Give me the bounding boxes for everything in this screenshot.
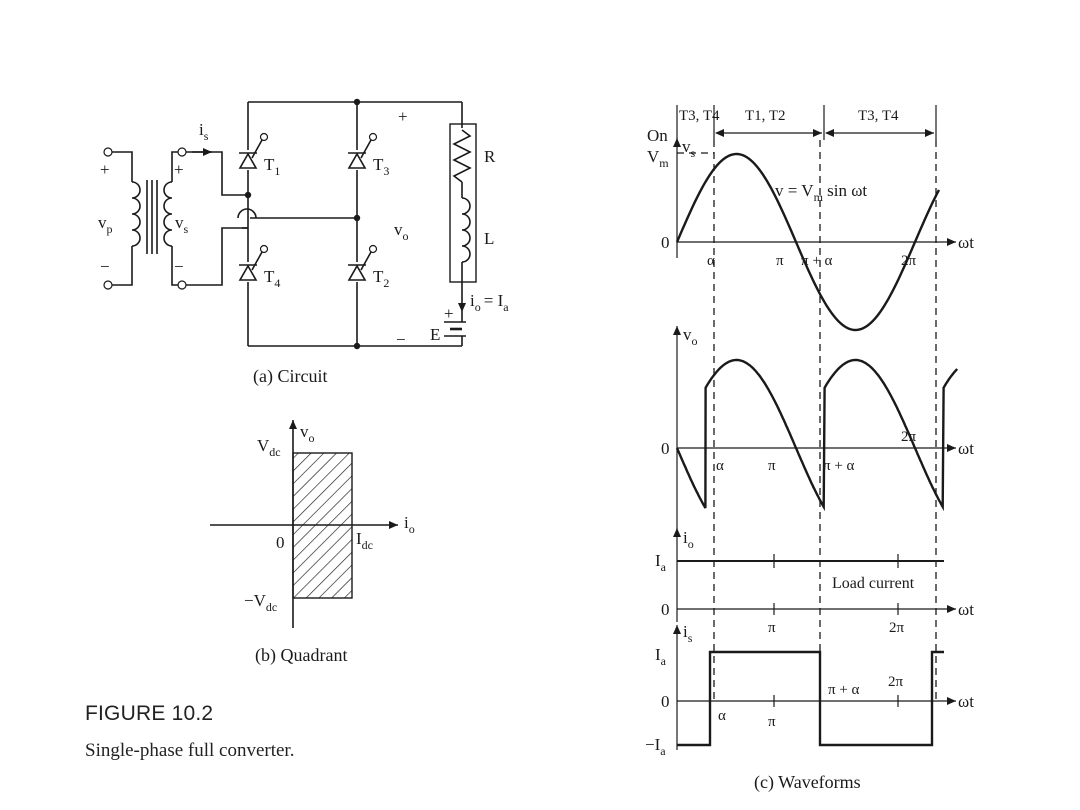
- circuit-caption: (a) Circuit: [253, 366, 327, 387]
- io-pi-tick: π: [768, 620, 776, 636]
- secondary-minus: −: [174, 257, 184, 276]
- idc-label: Idc: [356, 529, 373, 552]
- vo-alpha-tick: α: [716, 458, 724, 474]
- vo-wt-label: ωt: [958, 439, 974, 458]
- on-label: On: [647, 126, 668, 145]
- supply-equation: v = Vm sin ωt: [775, 181, 867, 204]
- vs-label: vs: [682, 137, 696, 160]
- source-lead-bottom: [186, 227, 248, 286]
- output-plus: +: [398, 107, 408, 126]
- interval-label-1: T3, T4: [679, 108, 720, 124]
- secondary-winding: [163, 181, 173, 247]
- is-alpha-tick: α: [718, 708, 726, 724]
- neg-vdc-label: −Vdc: [244, 591, 277, 614]
- load-box: [449, 123, 477, 283]
- right-midpoint-node: [353, 214, 361, 222]
- quadrant-caption: (b) Quadrant: [255, 645, 347, 666]
- inductor: [461, 197, 471, 263]
- secondary-bottom-terminal: [177, 280, 187, 290]
- primary-winding: [131, 181, 141, 247]
- left-midpoint-node: [244, 191, 252, 199]
- is-label: is: [683, 622, 693, 645]
- primary-voltage-label: vp: [98, 213, 113, 236]
- t1-label: T1: [264, 155, 280, 178]
- t2-label: T2: [373, 267, 389, 290]
- primary-top-terminal: [103, 147, 113, 157]
- battery-label: E: [430, 325, 440, 344]
- vo-zero: 0: [661, 439, 670, 458]
- vm-label: Vm: [647, 147, 669, 170]
- primary-plus: +: [100, 160, 110, 179]
- thyristor-t1: [238, 132, 269, 170]
- io-2pi-tick: 2π: [889, 620, 905, 636]
- battery-plus: +: [444, 304, 454, 323]
- vo-2pi-tick: 2π: [901, 429, 917, 445]
- source-lead-top: [186, 151, 248, 196]
- is-wt-label: ωt: [958, 692, 974, 711]
- secondary-top-terminal: [177, 147, 187, 157]
- resistor: [452, 129, 472, 183]
- quadrant-y-axis-label: vo: [300, 422, 315, 445]
- output-voltage-label: vo: [394, 220, 409, 243]
- t3-label: T3: [373, 155, 389, 178]
- vs-pi-alpha-tick: π + α: [801, 253, 833, 269]
- quadrant-origin: 0: [276, 533, 285, 552]
- vs-wt-label: ωt: [958, 233, 974, 252]
- figure-description: Single-phase full converter.: [85, 740, 295, 761]
- io-ia-label: Ia: [655, 551, 667, 574]
- interval-label-2: T1, T2: [745, 108, 786, 124]
- figure-number: FIGURE 10.2: [85, 702, 214, 725]
- resistor-label: R: [484, 147, 496, 166]
- battery: [444, 312, 466, 346]
- top-node: [353, 98, 361, 106]
- quadrant-diagram: vo io Vdc −Vdc Idc 0 (b) Quadrant: [210, 420, 415, 666]
- thyristor-t2: [347, 244, 378, 282]
- waveforms-caption: (c) Waveforms: [754, 772, 861, 793]
- quadrant-x-axis-label: io: [404, 513, 415, 536]
- vdc-label: Vdc: [257, 436, 281, 459]
- primary-minus: −: [100, 257, 110, 276]
- vo-label: vo: [683, 325, 698, 348]
- interval-label-3: T3, T4: [858, 108, 899, 124]
- vo-pi-tick: π: [768, 458, 776, 474]
- inductor-label: L: [484, 229, 494, 248]
- secondary-voltage-label: vs: [175, 213, 189, 236]
- io-label: io: [683, 528, 694, 551]
- is-pi-alpha-tick: π + α: [828, 682, 860, 698]
- load-current-label: io= Ia: [470, 291, 509, 314]
- vs-alpha-tick: α: [707, 253, 715, 269]
- supply-voltage-curve: [675, 152, 941, 332]
- is-zero: 0: [661, 692, 670, 711]
- is-pi-tick: π: [768, 714, 776, 730]
- io-wt-label: ωt: [958, 600, 974, 619]
- output-voltage-curve: [675, 358, 959, 512]
- bottom-node: [353, 342, 361, 350]
- source-current-label: is: [199, 120, 209, 143]
- primary-bottom-terminal: [103, 280, 113, 290]
- is-2pi-tick: 2π: [888, 674, 904, 690]
- output-minus: −: [396, 330, 406, 349]
- io-zero: 0: [661, 600, 670, 619]
- vo-pi-alpha-tick: π + α: [823, 458, 855, 474]
- waveforms-diagram: T3, T4 T1, T2 T3, T4 On vs Vm v = Vm sin…: [645, 105, 974, 793]
- is-ia-label: Ia: [655, 645, 667, 668]
- t4-label: T4: [264, 267, 280, 290]
- is-neg-ia-label: −Ia: [645, 735, 666, 758]
- circuit-diagram: + − + − vp vs is T1: [98, 98, 509, 387]
- thyristor-t4: [238, 244, 269, 282]
- load-current-label: Load current: [832, 575, 915, 592]
- vs-2pi-tick: 2π: [901, 253, 917, 269]
- wire-crossover: [237, 208, 257, 219]
- vs-zero: 0: [661, 233, 670, 252]
- thyristor-t3: [347, 132, 378, 170]
- source-current-curve: [677, 650, 944, 747]
- secondary-plus: +: [174, 160, 184, 179]
- vs-pi-tick: π: [776, 253, 784, 269]
